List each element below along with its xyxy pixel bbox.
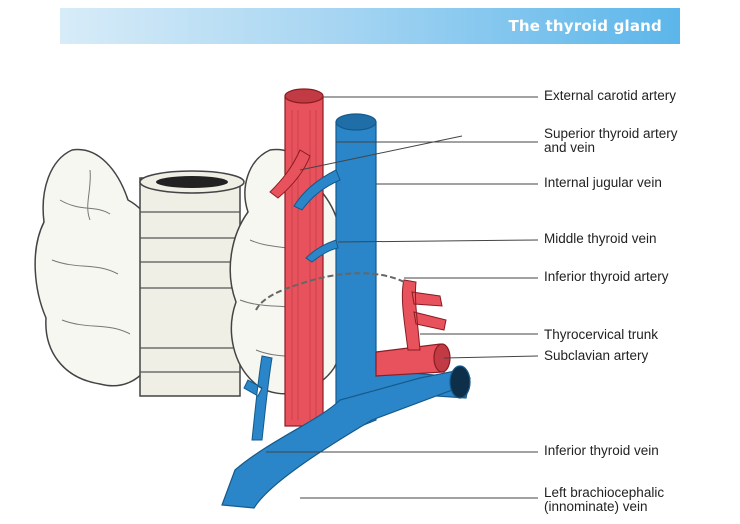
trachea	[140, 171, 244, 396]
label-inferior-thyroid-vein: Inferior thyroid vein	[544, 444, 659, 458]
label-brachiocephalic-line1: Left brachiocephalic	[544, 486, 664, 500]
label-superior-thyroid-line2: and vein	[544, 141, 595, 155]
label-superior-thyroid-line1: Superior thyroid artery	[544, 127, 678, 141]
label-subclavian-artery: Subclavian artery	[544, 349, 648, 363]
label-thyrocervical-trunk: Thyrocervical trunk	[544, 328, 658, 342]
label-external-carotid: External carotid artery	[544, 89, 676, 103]
label-internal-jugular: Internal jugular vein	[544, 176, 662, 190]
label-inferior-thyroid-artery: Inferior thyroid artery	[544, 270, 669, 284]
label-brachiocephalic-line2: (innominate) vein	[544, 500, 648, 514]
thyrocervical-trunk	[402, 280, 446, 350]
label-middle-thyroid-vein: Middle thyroid vein	[544, 232, 657, 246]
